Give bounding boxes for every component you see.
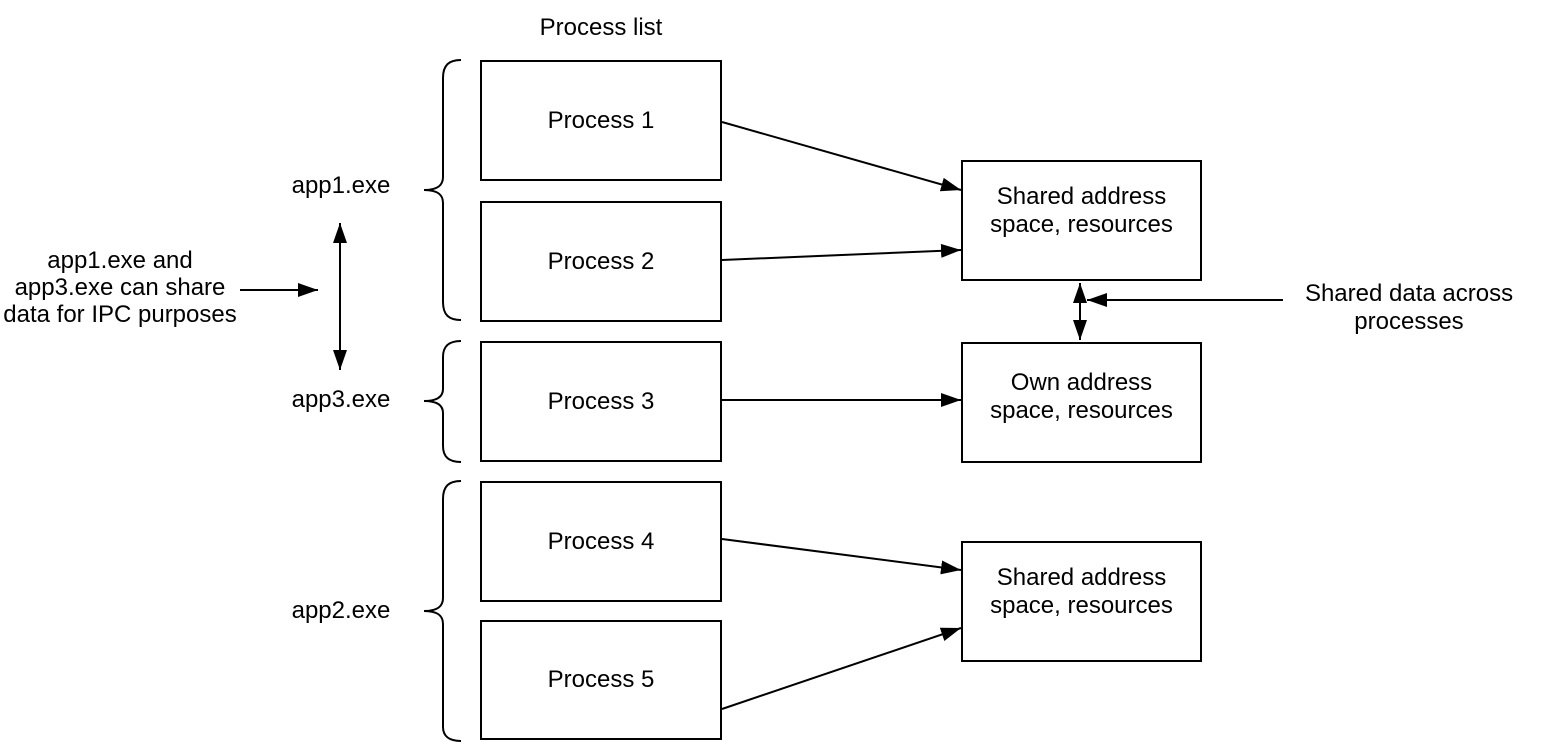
group-label-app1: app1.exe [291,172,391,199]
process-1-label: Process 1 [547,106,655,134]
process-2-box: Process 2 [480,201,722,322]
group-label-app2: app2.exe [291,597,391,624]
brace-app1 [423,59,462,321]
process-5-box: Process 5 [480,620,722,740]
process-1-box: Process 1 [480,60,722,181]
ipc-annotation: app1.exe and app3.exe can share data for… [3,247,237,328]
process-2-label: Process 2 [547,247,655,275]
shared-address-space-bottom-label: Shared address space, resources [990,564,1173,619]
shared-address-space-bottom-box: Shared address space, resources [961,541,1202,662]
own-address-space-box: Own address space, resources [961,342,1202,463]
arrow-process4-to-shared-bottom [721,538,962,575]
arrow-process1-to-shared-top [721,121,962,192]
brace-app2 [423,480,462,742]
process-4-label: Process 4 [547,527,655,555]
shared-address-space-top-box: Shared address space, resources [961,160,1202,281]
own-address-space-label: Own address space, resources [990,369,1173,424]
brace-app3 [423,340,462,463]
arrow-process2-to-shared-top [721,243,962,261]
process-3-label: Process 3 [547,387,655,415]
shared-address-space-top-label: Shared address space, resources [990,183,1173,238]
process-list-title: Process list [539,14,663,41]
process-5-label: Process 5 [547,666,655,693]
shared-data-annotation: Shared data across processes [1304,280,1514,335]
process-3-box: Process 3 [480,341,722,462]
arrow-process5-to-shared-bottom [721,627,962,710]
group-label-app3: app3.exe [291,386,391,413]
process-4-box: Process 4 [480,481,722,602]
